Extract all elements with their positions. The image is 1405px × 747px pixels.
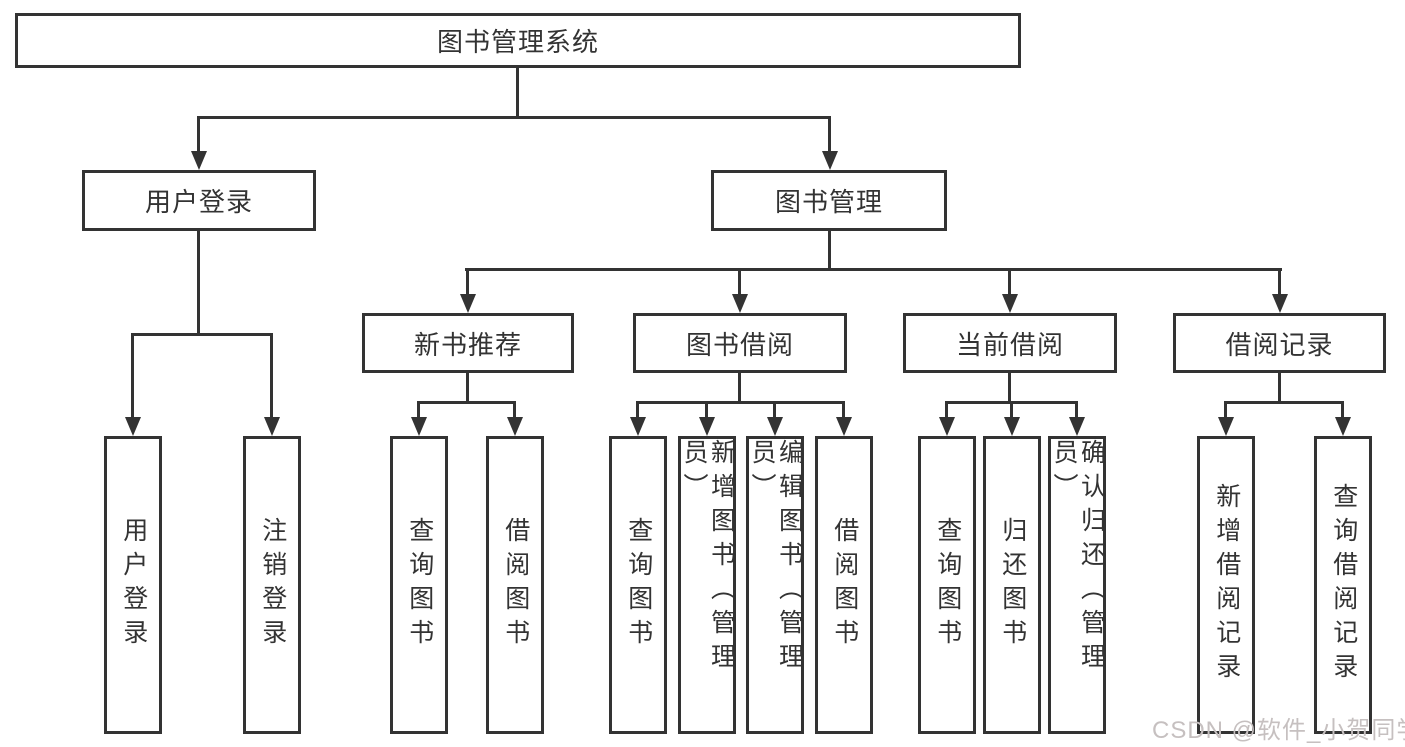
connector-stub	[1224, 401, 1227, 421]
leaf-label: 编辑图书（管理员）	[748, 439, 804, 677]
connector-bar	[131, 333, 273, 336]
arrowhead-down-icon	[1002, 294, 1018, 313]
leaf-add-books-admin: 新增图书（管理员）	[678, 436, 736, 734]
leaf-user-login: 用户登录	[104, 436, 162, 734]
connector-stub	[773, 401, 776, 421]
connector-bar	[1224, 401, 1344, 404]
arrowhead-down-icon	[1335, 417, 1351, 436]
connector-stem	[738, 371, 741, 403]
connector-root-bar	[197, 116, 831, 119]
leaf-logout: 注销登录	[243, 436, 301, 734]
connector-stem	[197, 229, 200, 335]
connector-stub	[636, 401, 639, 421]
connector-stub	[828, 116, 831, 154]
node-current-borrow-label: 当前借阅	[955, 329, 1064, 360]
connector-bar	[636, 401, 845, 404]
node-user-login-label: 用户登录	[144, 187, 253, 217]
arrowhead-down-icon	[125, 417, 141, 436]
node-user-login: 用户登录	[82, 170, 316, 231]
leaf-edit-books-admin: 编辑图书（管理员）	[746, 436, 804, 734]
connector-bar	[465, 268, 1282, 271]
node-book-borrow: 图书借阅	[633, 313, 847, 373]
arrowhead-down-icon	[460, 294, 476, 313]
watermark: CSDN @软件_小贺同学	[1152, 717, 1405, 744]
connector-stub	[1075, 401, 1078, 421]
leaf-add-borrow-record: 新增借阅记录	[1197, 436, 1255, 734]
leaf-label: 借阅图书	[501, 517, 530, 653]
leaf-confirm-return-admin: 确认归还（管理员）	[1048, 436, 1106, 734]
node-book-management: 图书管理	[711, 170, 947, 231]
node-book-management-label: 图书管理	[774, 187, 883, 217]
connector-stub	[513, 401, 516, 421]
connector-stem	[1278, 371, 1281, 403]
leaf-label: 查询图书	[405, 517, 434, 653]
connector-stub	[1341, 401, 1344, 421]
arrowhead-down-icon	[732, 294, 748, 313]
node-book-borrow-label: 图书借阅	[685, 329, 794, 360]
connector-bar	[417, 401, 516, 404]
leaf-return-books: 归还图书	[983, 436, 1041, 734]
connector-stub	[738, 268, 741, 298]
arrowhead-down-icon	[1004, 417, 1020, 436]
connector-stub	[705, 401, 708, 421]
arrowhead-down-icon	[822, 151, 838, 170]
node-new-book-recommend-label: 新书推荐	[413, 329, 522, 360]
leaf-label: 归还图书	[998, 517, 1027, 653]
connector-stub	[1278, 268, 1281, 298]
node-root-label: 图书管理系统	[436, 27, 599, 57]
leaf-label: 新增借阅记录	[1212, 483, 1241, 687]
connector-stub	[131, 333, 134, 419]
leaf-query-books-3: 查询图书	[918, 436, 976, 734]
connector-stem	[1008, 371, 1011, 403]
connector-stub	[417, 401, 420, 421]
arrowhead-down-icon	[767, 417, 783, 436]
node-borrow-records: 借阅记录	[1173, 313, 1386, 373]
connector-stub	[270, 333, 273, 419]
arrowhead-down-icon	[1218, 417, 1234, 436]
connector-root-stem	[516, 66, 519, 118]
arrowhead-down-icon	[836, 417, 852, 436]
node-current-borrow: 当前借阅	[903, 313, 1117, 373]
node-borrow-records-label: 借阅记录	[1225, 329, 1334, 360]
leaf-query-borrow-record: 查询借阅记录	[1314, 436, 1372, 734]
arrowhead-down-icon	[264, 417, 280, 436]
leaf-label: 查询图书	[933, 517, 962, 653]
arrowhead-down-icon	[1069, 417, 1085, 436]
leaf-label: 新增图书（管理员）	[680, 439, 736, 677]
leaf-borrow-books-2: 借阅图书	[815, 436, 873, 734]
leaf-label: 确认归还（管理员）	[1050, 439, 1106, 677]
connector-stem	[466, 371, 469, 403]
connector-stub	[945, 401, 948, 421]
connector-stub	[842, 401, 845, 421]
node-root: 图书管理系统	[15, 13, 1021, 68]
arrowhead-down-icon	[411, 417, 427, 436]
leaf-borrow-books-1: 借阅图书	[486, 436, 544, 734]
arrowhead-down-icon	[939, 417, 955, 436]
arrowhead-down-icon	[699, 417, 715, 436]
connector-stub	[197, 116, 200, 154]
arrowhead-down-icon	[1272, 294, 1288, 313]
node-new-book-recommend: 新书推荐	[362, 313, 574, 373]
leaf-query-books-2: 查询图书	[609, 436, 667, 734]
leaf-label: 借阅图书	[830, 517, 859, 653]
connector-stub	[466, 268, 469, 298]
leaf-label: 注销登录	[258, 517, 287, 653]
leaf-label: 查询借阅记录	[1329, 483, 1358, 687]
leaf-query-books-1: 查询图书	[390, 436, 448, 734]
connector-stub	[1008, 268, 1011, 298]
arrowhead-down-icon	[191, 151, 207, 170]
leaf-label: 用户登录	[119, 517, 148, 653]
connector-stub	[1010, 401, 1013, 421]
arrowhead-down-icon	[630, 417, 646, 436]
arrowhead-down-icon	[507, 417, 523, 436]
connector-stem	[828, 229, 831, 270]
leaf-label: 查询图书	[624, 517, 653, 653]
